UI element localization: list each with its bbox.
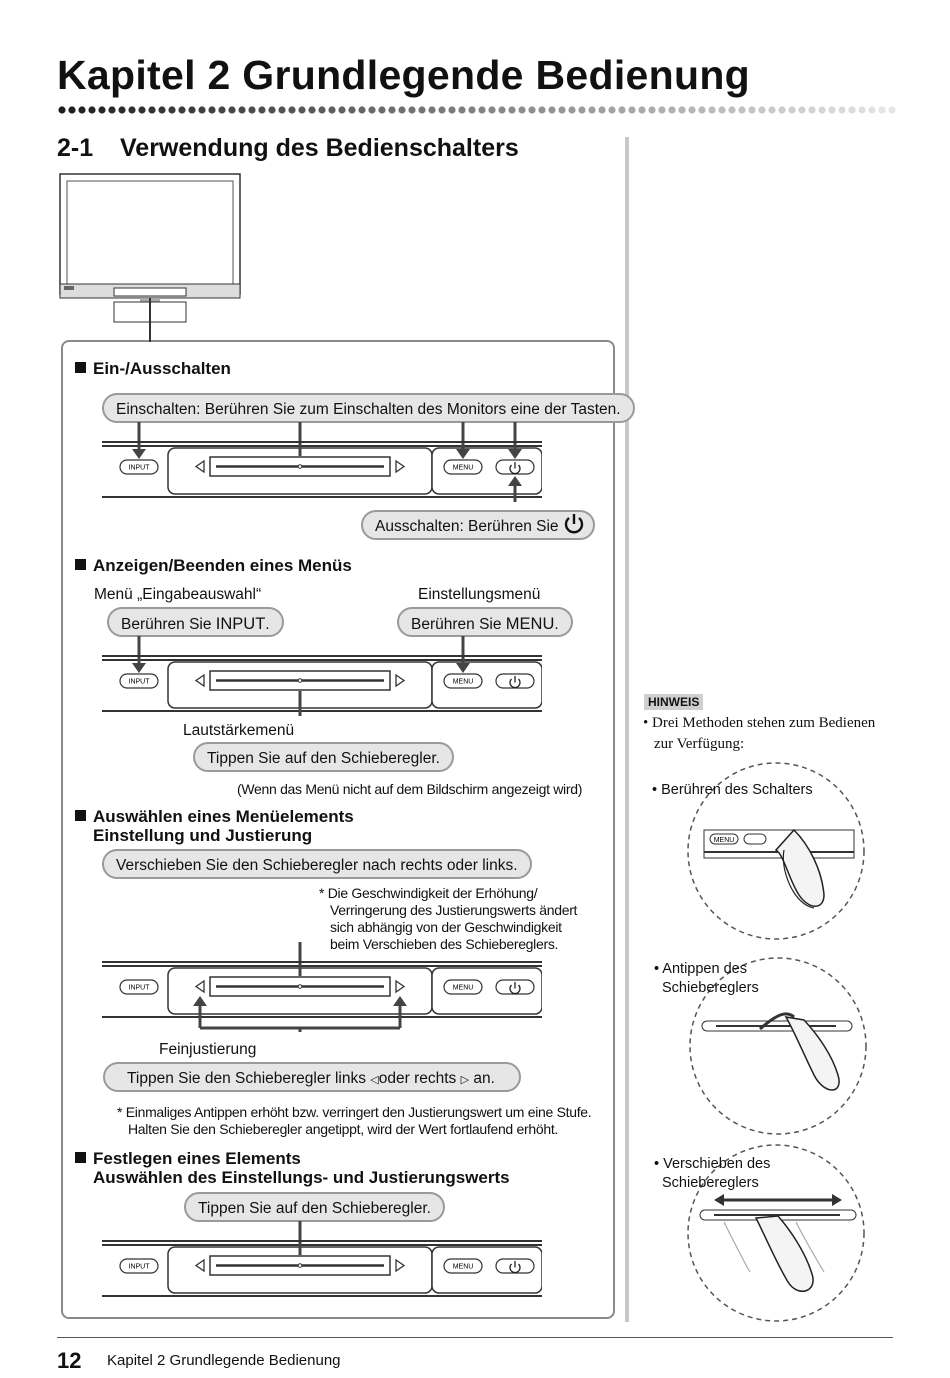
svg-text:MENU: MENU — [453, 985, 474, 992]
hinweis-text: • Drei Methoden stehen zum Bedienen zur … — [643, 715, 876, 752]
connector-line — [149, 308, 151, 342]
svg-text:MENU: MENU — [453, 1264, 474, 1271]
tap-slider-illustration — [689, 957, 867, 1135]
slide-instruction: Verschieben Sie den Schieberegler nach r… — [102, 849, 532, 879]
control-panel-2: INPUT MENU — [102, 636, 542, 716]
section-number: 2-1 — [57, 134, 94, 162]
method-tap: • Antippen des Schiebereglers — [654, 961, 759, 996]
svg-text:INPUT: INPUT — [129, 985, 151, 992]
section-title: 2-1 Verwendung des Bedienschalters — [57, 134, 519, 163]
power-off-instruction: Ausschalten: Berühren Sie — [361, 510, 595, 540]
control-panel-3: INPUT MENU — [102, 942, 542, 1032]
fine-adjust-label: Feinjustierung — [159, 1041, 257, 1058]
dotted-rule — [58, 106, 896, 114]
confirm-instruction: Tippen Sie auf den Schieberegler. — [184, 1192, 445, 1222]
power-icon — [564, 514, 584, 534]
svg-text:MENU: MENU — [453, 679, 474, 686]
footer-rule — [57, 1337, 893, 1338]
control-panel-4: INPUT MENU — [102, 1221, 542, 1297]
triangle-right-icon: ▷ — [460, 1074, 470, 1086]
svg-text:INPUT: INPUT — [129, 679, 151, 686]
tap-note: * Einmaliges Antippen erhöht bzw. verrin… — [117, 1104, 592, 1137]
svg-text:MENU: MENU — [453, 465, 474, 472]
input-menu-label: Menü „Eingabeauswahl“ — [94, 586, 262, 603]
touch-button-illustration: MENU — [687, 762, 865, 940]
svg-text:INPUT: INPUT — [129, 1264, 151, 1271]
volume-menu-label: Lautstärkemenü — [183, 722, 295, 739]
heading-menu: Anzeigen/Beenden eines Menüs — [75, 556, 352, 575]
controls-box — [61, 340, 615, 1319]
control-panel-1: INPUT MENU — [102, 422, 542, 502]
footer-chapter: Kapitel 2 Grundlegende Bedienung — [107, 1352, 341, 1369]
hinweis-badge: HINWEIS — [644, 694, 704, 710]
settings-menu-label: Einstellungsmenü — [418, 586, 541, 603]
menu-instruction: Berühren Sie MENU. — [397, 607, 573, 637]
input-instruction: Berühren Sie INPUT. — [107, 607, 284, 637]
method-slide: • Verschieben des Schiebereglers — [654, 1156, 771, 1191]
column-divider — [625, 137, 629, 1322]
tap-instruction: Tippen Sie den Schieberegler links ◁oder… — [103, 1062, 521, 1092]
chapter-title: Kapitel 2 Grundlegende Bedienung — [57, 52, 751, 98]
section-heading: Verwendung des Bedienschalters — [120, 134, 519, 162]
triangle-left-icon: ◁ — [370, 1074, 379, 1086]
svg-text:MENU: MENU — [714, 837, 735, 844]
power-on-instruction: Einschalten: Berühren Sie zum Einschalte… — [102, 393, 635, 423]
speed-note: * Die Geschwindigkeit der Erhöhung/ Verr… — [319, 885, 578, 952]
method-touch: • Berühren des Schalters — [652, 782, 813, 798]
svg-text:INPUT: INPUT — [129, 465, 151, 472]
page-number: 12 — [57, 1348, 82, 1373]
volume-note: (Wenn das Menü nicht auf dem Bildschirm … — [237, 781, 583, 797]
volume-instruction: Tippen Sie auf den Schieberegler. — [193, 742, 454, 772]
monitor-illustration — [59, 173, 241, 342]
heading-power: Ein-/Ausschalten — [75, 359, 231, 378]
slide-slider-illustration — [687, 1144, 865, 1322]
